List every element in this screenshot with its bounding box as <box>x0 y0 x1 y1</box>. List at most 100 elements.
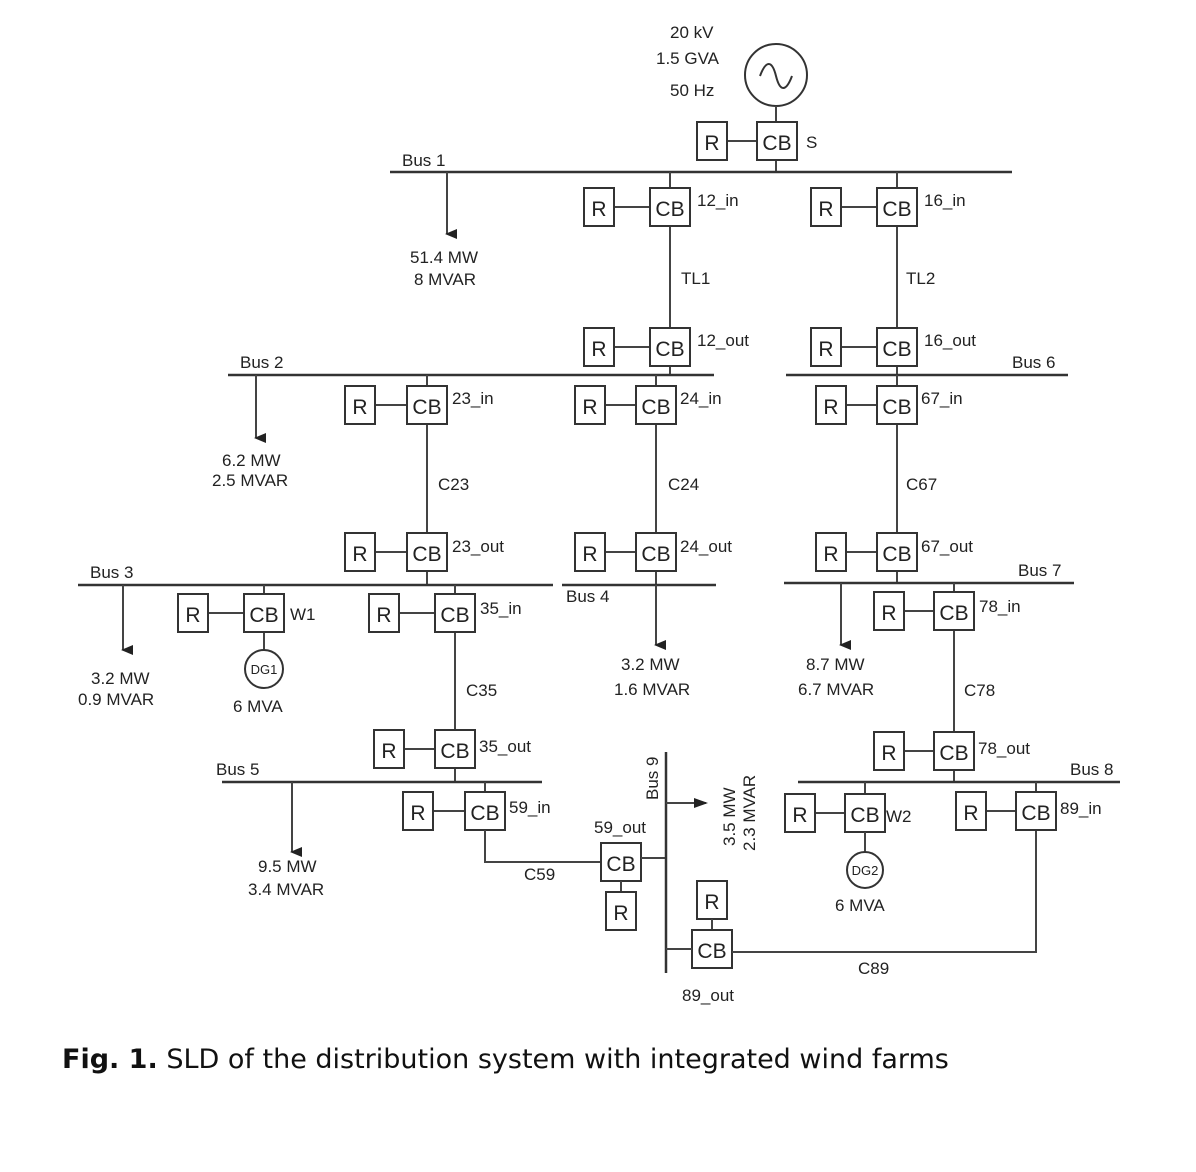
breaker-label: CB <box>882 396 911 419</box>
breaker-label: CB <box>762 132 791 155</box>
relay-box-78-in <box>873 591 905 631</box>
relay-label: R <box>591 198 606 221</box>
relay-label: R <box>352 396 367 419</box>
relay-box-16-in <box>810 187 842 227</box>
load-bus3-p: 3.2 MW <box>91 669 150 688</box>
circuit-breaker-12-in <box>649 187 691 227</box>
source-capacity: 1.5 GVA <box>656 49 720 68</box>
relay-label: R <box>582 396 597 419</box>
circuit-breaker-w2 <box>844 793 886 833</box>
breaker-w1-id: W1 <box>290 605 316 624</box>
breaker-label: CB <box>1021 802 1050 825</box>
circuit-breaker-12-out <box>649 327 691 367</box>
line-c89-label: C89 <box>858 959 889 978</box>
breaker-89-out-id: 89_out <box>682 986 734 1005</box>
circuit-breaker-89-in <box>1015 791 1057 831</box>
dg2-label: DG2 <box>852 863 879 878</box>
relay-label: R <box>792 804 807 827</box>
breaker-label: CB <box>882 543 911 566</box>
line-c24-label: C24 <box>668 475 699 494</box>
circuit-breaker-35-out <box>434 729 476 769</box>
load-bus5-p: 9.5 MW <box>258 857 317 876</box>
bus-1-label: Bus 1 <box>402 151 445 170</box>
relay-label: R <box>582 543 597 566</box>
circuit-breaker-s <box>756 121 798 161</box>
circuit-breaker-67-out <box>876 532 918 572</box>
relay-box-35-in <box>368 593 400 633</box>
breaker-label: CB <box>440 740 469 763</box>
circuit-breaker-w1 <box>243 593 285 633</box>
relay-box-24-in <box>574 385 606 425</box>
relay-box-w2 <box>784 793 816 833</box>
breaker-label: CB <box>641 396 670 419</box>
circuit-breaker-16-in <box>876 187 918 227</box>
relay-label: R <box>823 543 838 566</box>
breaker-16-out-id: 16_out <box>924 331 976 350</box>
relay-label: R <box>881 742 896 765</box>
breaker-12-out-id: 12_out <box>697 331 749 350</box>
breaker-label: CB <box>939 742 968 765</box>
load-bus5-q: 3.4 MVAR <box>248 880 324 899</box>
breaker-label: CB <box>882 338 911 361</box>
load-bus4-q: 1.6 MVAR <box>614 680 690 699</box>
breaker-23-out-id: 23_out <box>452 537 504 556</box>
relay-label: R <box>185 604 200 627</box>
dg2-rating: 6 MVA <box>835 896 885 915</box>
breaker-16-in-id: 16_in <box>924 191 966 210</box>
source-voltage: 20 kV <box>670 23 714 42</box>
sine-wave-icon <box>759 63 793 89</box>
breaker-78-out-id: 78_out <box>978 739 1030 758</box>
circuit-breaker-23-out <box>406 532 448 572</box>
breaker-label: CB <box>655 198 684 221</box>
load-bus2-q: 2.5 MVAR <box>212 471 288 490</box>
load-bus9-p: 3.5 MW <box>720 787 739 846</box>
line-c78-label: C78 <box>964 681 995 700</box>
relay-box-59-out <box>605 891 637 931</box>
relay-box-78-out <box>873 731 905 771</box>
relay-box-16-out <box>810 327 842 367</box>
dg1-rating: 6 MVA <box>233 697 283 716</box>
circuit-breaker-24-out <box>635 532 677 572</box>
breaker-label: CB <box>655 338 684 361</box>
relay-box-35-out <box>373 729 405 769</box>
breaker-67-in-id: 67_in <box>921 389 963 408</box>
relay-label: R <box>704 132 719 155</box>
relay-box-w1 <box>177 593 209 633</box>
line-c59-label: C59 <box>524 865 555 884</box>
bus-2-label: Bus 2 <box>240 353 283 372</box>
breaker-label: CB <box>939 602 968 625</box>
circuit-breaker-59-in <box>464 791 506 831</box>
breaker-label: CB <box>641 543 670 566</box>
bus-3-label: Bus 3 <box>90 563 133 582</box>
relay-label: R <box>376 604 391 627</box>
breaker-23-in-id: 23_in <box>452 389 494 408</box>
breaker-label: CB <box>882 198 911 221</box>
load-bus2-p: 6.2 MW <box>222 451 281 470</box>
bus-6-label: Bus 6 <box>1012 353 1055 372</box>
relay-label: R <box>704 891 719 914</box>
relay-label: R <box>881 602 896 625</box>
circuit-breaker-16-out <box>876 327 918 367</box>
relay-label: R <box>591 338 606 361</box>
load-bus1-p: 51.4 MW <box>410 248 478 267</box>
dg1-generator-icon <box>244 649 284 689</box>
load-bus7-p: 8.7 MW <box>806 655 865 674</box>
breaker-label: CB <box>470 802 499 825</box>
relay-label: R <box>410 802 425 825</box>
relay-label: R <box>381 740 396 763</box>
breaker-label: CB <box>850 804 879 827</box>
relay-label: R <box>823 396 838 419</box>
caption-text: SLD of the distribution system with inte… <box>166 1044 949 1075</box>
dg1-label: DG1 <box>251 662 278 677</box>
source-frequency: 50 Hz <box>670 81 714 100</box>
relay-label: R <box>963 802 978 825</box>
line-c35-label: C35 <box>466 681 497 700</box>
relay-box-23-in <box>344 385 376 425</box>
breaker-59-in-id: 59_in <box>509 798 551 817</box>
bus-9-label: Bus 9 <box>643 757 662 800</box>
breaker-67-out-id: 67_out <box>921 537 973 556</box>
dg2-generator-icon <box>846 851 884 889</box>
breaker-24-out-id: 24_out <box>680 537 732 556</box>
load-bus1-q: 8 MVAR <box>414 270 476 289</box>
bus-5-label: Bus 5 <box>216 760 259 779</box>
